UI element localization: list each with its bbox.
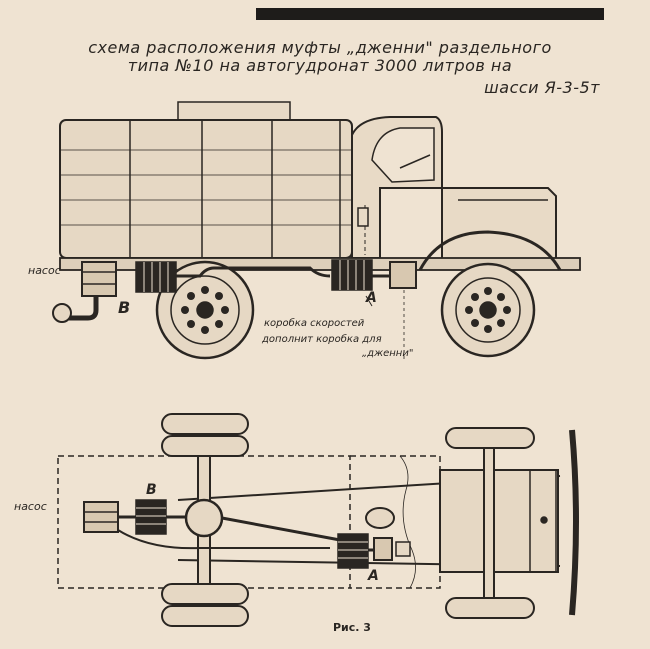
truck-hood xyxy=(441,187,557,263)
label-gearbox-1: коробка скоростей xyxy=(264,318,365,329)
clutch-b-side xyxy=(135,261,177,293)
front-wheel-top-right xyxy=(445,597,535,619)
label-gearbox-2: дополнит коробка для xyxy=(262,334,382,345)
cab-window xyxy=(371,127,435,183)
rear-wheel-top-left xyxy=(161,413,249,435)
clutch-a-top xyxy=(337,533,369,569)
hood-top xyxy=(439,469,559,573)
label-a-top: А xyxy=(368,568,379,584)
header-bar xyxy=(256,8,604,20)
rear-wheel-side xyxy=(155,260,255,360)
label-pump-side: насос xyxy=(28,264,61,277)
transmission-top xyxy=(365,507,395,529)
differential-top xyxy=(184,498,224,538)
label-b-side: В xyxy=(118,298,131,317)
side-view xyxy=(52,101,581,360)
aux-gearbox-side xyxy=(389,261,417,289)
clutch-b-top xyxy=(135,499,167,535)
label-b-top: В xyxy=(146,482,157,498)
label-pump-top: насос xyxy=(14,500,47,513)
tank-body xyxy=(59,119,353,259)
front-bumper-top xyxy=(569,429,579,616)
clutch-a-side xyxy=(331,259,373,291)
figure-caption: Рис. 3 xyxy=(333,621,371,634)
title-line-3: шасси Я-3-5т xyxy=(484,78,600,97)
aux-gearbox-top xyxy=(373,537,393,561)
front-wheel-top-left xyxy=(445,427,535,449)
label-a-side: А xyxy=(366,290,377,306)
label-gearbox-3: „дженни" xyxy=(362,348,414,359)
front-fender xyxy=(418,230,562,271)
top-view xyxy=(57,413,579,627)
title-line-1: схема расположения муфты „дженни" раздел… xyxy=(88,38,552,57)
rear-wheel-top-right xyxy=(161,583,249,605)
front-wheel-side xyxy=(440,262,536,358)
title-line-2: типа №10 на автогудронат 3000 литров на xyxy=(127,56,513,75)
pump-top xyxy=(83,501,119,533)
tank-lid xyxy=(177,101,291,121)
front-axle-top xyxy=(483,445,495,601)
pump-side xyxy=(81,261,117,297)
